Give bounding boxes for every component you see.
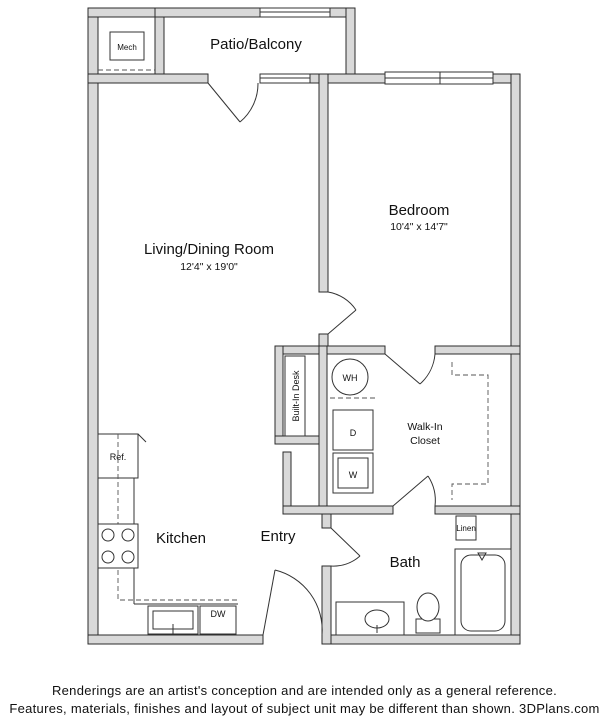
label-wh: WH: [343, 373, 358, 383]
label-entry: Entry: [260, 528, 296, 545]
wall-patio-left: [154, 7, 165, 84]
window-patio-top: [259, 7, 331, 18]
refrigerator: Ref.: [97, 433, 147, 479]
dishwasher: DW: [199, 605, 237, 635]
closet-shelf: [451, 362, 489, 500]
wall-top-patio: [154, 7, 261, 18]
wall-right: [510, 73, 521, 645]
label-patio: Patio/Balcony: [210, 36, 302, 53]
wall-bath-left: [321, 565, 332, 645]
disclaimer-line-1: Renderings are an artist's conception an…: [51, 683, 558, 698]
wall-desk-right: [318, 345, 328, 513]
window-patio-slider: [259, 73, 311, 84]
wall-living-top-left: [87, 73, 209, 84]
disclaimer-line-2: Features, materials, finishes and layout…: [9, 701, 600, 716]
door-closet-bottom: [392, 475, 436, 507]
door-bath: [330, 527, 361, 567]
label-bedroom: Bedroom: [389, 202, 450, 219]
wall-bottom-left: [87, 634, 264, 645]
door-patio: [207, 82, 259, 123]
dryer: D: [332, 409, 374, 451]
label-ref: Ref.: [110, 452, 127, 462]
label-washer: W: [349, 470, 358, 480]
label-kitchen: Kitchen: [156, 530, 206, 547]
wall-desk-left: [274, 345, 284, 443]
wall-left: [87, 7, 99, 645]
door-closet-top: [384, 353, 436, 385]
wall-closet-bottom-left: [282, 505, 394, 515]
wall-patio-right: [345, 7, 356, 84]
floor-plan: Mech Patio/Balcony Living/Dining Room 12…: [87, 7, 521, 645]
label-living: Living/Dining Room: [144, 241, 274, 258]
label-walkin-2: Closet: [410, 435, 440, 447]
cooktop: [97, 523, 139, 569]
wall-bedroom-bottom-left: [274, 345, 386, 355]
mech-unit: Mech: [109, 31, 145, 61]
wall-desk-bottom: [274, 435, 326, 445]
wall-living-bedroom: [318, 73, 329, 293]
door-entry: [262, 569, 323, 636]
kitchen-sink: [147, 605, 199, 635]
linen-closet: Linen: [455, 515, 477, 541]
window-bedroom: [384, 71, 494, 85]
label-dw: DW: [211, 609, 226, 619]
label-desk: Built-In Desk: [291, 370, 301, 422]
label-mech: Mech: [117, 43, 137, 52]
door-bedroom: [327, 291, 357, 335]
wall-closet-bottom-right: [434, 505, 521, 515]
label-linen: Linen: [456, 524, 476, 533]
wall-bedroom-bottom-right: [434, 345, 521, 355]
wall-bottom-right: [321, 634, 521, 645]
bathtub: [454, 548, 512, 636]
label-bedroom-dim: 10'4" x 14'7": [390, 221, 448, 233]
label-walkin-1: Walk-In: [407, 421, 442, 433]
label-dryer: D: [350, 428, 357, 438]
washer: W: [332, 452, 374, 494]
water-heater: [331, 358, 369, 396]
wall-top-mech: [87, 7, 164, 18]
bath-vanity: [335, 601, 405, 636]
wall-lower-left: [282, 451, 292, 513]
wall-bath-left-top: [321, 513, 332, 529]
toilet: [415, 592, 441, 634]
label-living-dim: 12'4" x 19'0": [180, 261, 238, 273]
built-in-desk: [284, 355, 306, 437]
label-bath: Bath: [390, 554, 421, 571]
disclaimer: Renderings are an artist's conception an…: [0, 682, 609, 718]
